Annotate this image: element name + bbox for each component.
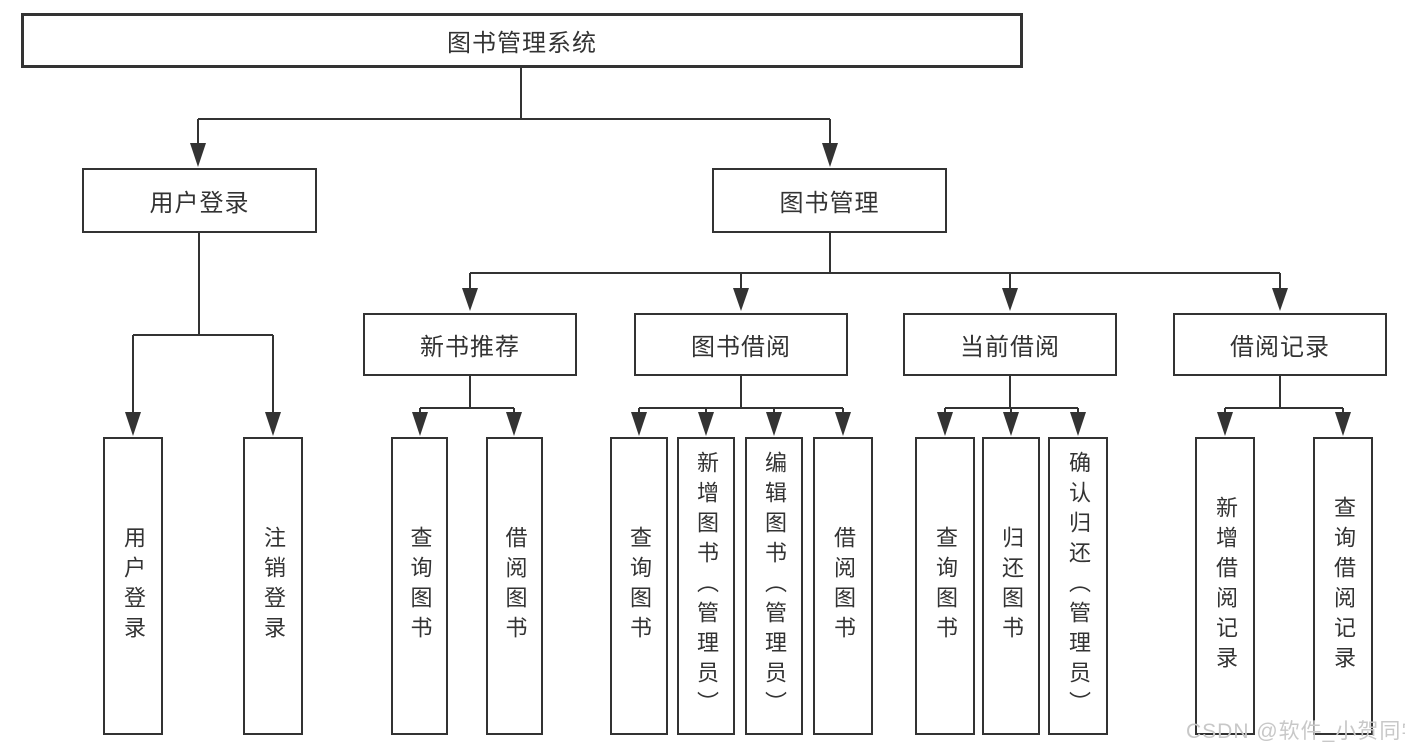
leaf-return-book: 归还图书 bbox=[982, 437, 1040, 735]
node-book-borrow: 图书借阅 bbox=[634, 313, 848, 376]
leaf-add-borrow-record: 新增借阅记录 bbox=[1195, 437, 1255, 735]
leaf-user-login: 用户登录 bbox=[103, 437, 163, 735]
leaf-logout-label: 注销登录 bbox=[261, 526, 286, 646]
leaf-return-book-label: 归还图书 bbox=[999, 526, 1024, 646]
leaf-query-books-current-label: 查询图书 bbox=[933, 526, 958, 646]
arrowheads bbox=[125, 143, 1351, 436]
leaf-confirm-return-admin-label: 确认归还（管理员） bbox=[1066, 451, 1091, 721]
node-root: 图书管理系统 bbox=[21, 13, 1023, 68]
leaf-query-books-recommend: 查询图书 bbox=[391, 437, 448, 735]
leaf-add-borrow-record-label: 新增借阅记录 bbox=[1213, 496, 1238, 676]
node-book-management: 图书管理 bbox=[712, 168, 947, 233]
connector-paths bbox=[132, 68, 1344, 414]
leaf-query-borrow-record-label: 查询借阅记录 bbox=[1331, 496, 1356, 676]
node-current-borrow-label: 当前借阅 bbox=[960, 334, 1060, 361]
csdn-watermark: CSDN @软件_小贺同学 bbox=[1186, 720, 1405, 743]
leaf-query-books-borrow-label: 查询图书 bbox=[627, 526, 652, 646]
leaf-logout: 注销登录 bbox=[243, 437, 303, 735]
node-root-label: 图书管理系统 bbox=[447, 30, 597, 57]
leaf-query-books-current: 查询图书 bbox=[915, 437, 975, 735]
node-book-management-label: 图书管理 bbox=[779, 190, 880, 217]
node-book-borrow-label: 图书借阅 bbox=[691, 334, 791, 361]
leaf-user-login-label: 用户登录 bbox=[121, 526, 146, 646]
leaf-edit-book-admin: 编辑图书（管理员） bbox=[745, 437, 803, 735]
leaf-add-book-admin: 新增图书（管理员） bbox=[677, 437, 735, 735]
node-new-book-recommend-label: 新书推荐 bbox=[420, 334, 520, 361]
node-borrow-records: 借阅记录 bbox=[1173, 313, 1387, 376]
leaf-query-books-recommend-label: 查询图书 bbox=[407, 526, 433, 646]
leaf-query-borrow-record: 查询借阅记录 bbox=[1313, 437, 1373, 735]
node-user-login-label: 用户登录 bbox=[149, 190, 250, 217]
leaf-borrow-books: 借阅图书 bbox=[813, 437, 873, 735]
leaf-borrow-books-label: 借阅图书 bbox=[831, 526, 856, 646]
node-new-book-recommend: 新书推荐 bbox=[363, 313, 577, 376]
leaf-add-book-admin-label: 新增图书（管理员） bbox=[694, 451, 719, 721]
leaf-edit-book-admin-label: 编辑图书（管理员） bbox=[762, 451, 787, 721]
node-user-login: 用户登录 bbox=[82, 168, 317, 233]
leaf-query-books-borrow: 查询图书 bbox=[610, 437, 668, 735]
leaf-borrow-books-recommend-label: 借阅图书 bbox=[502, 526, 528, 646]
node-current-borrow: 当前借阅 bbox=[903, 313, 1117, 376]
node-borrow-records-label: 借阅记录 bbox=[1230, 334, 1330, 361]
leaf-confirm-return-admin: 确认归还（管理员） bbox=[1048, 437, 1108, 735]
leaf-borrow-books-recommend: 借阅图书 bbox=[486, 437, 543, 735]
